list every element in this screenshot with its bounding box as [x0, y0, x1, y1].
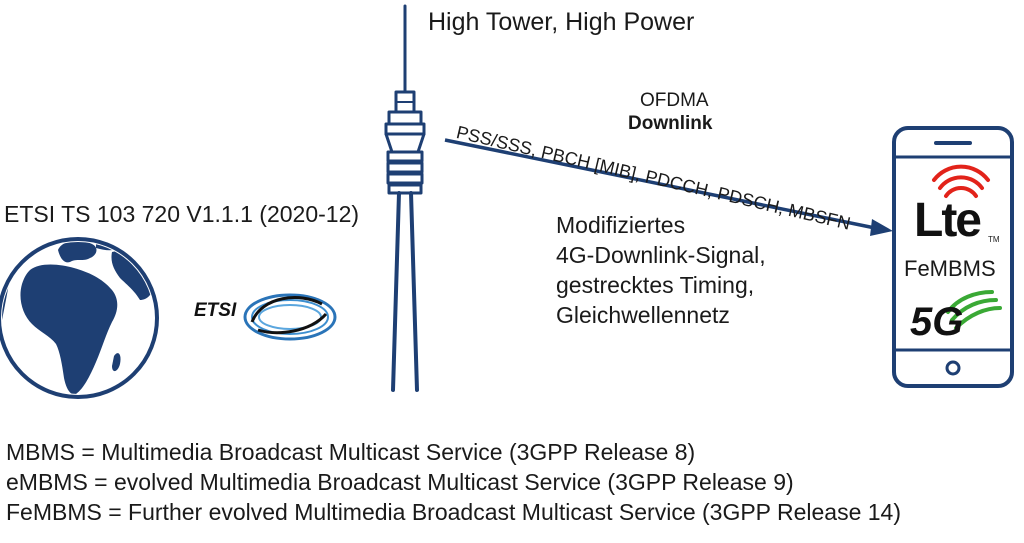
- access-method-label: OFDMA: [640, 90, 709, 111]
- downlink-label: Downlink: [628, 113, 713, 134]
- lte-logo: Lte: [914, 194, 982, 247]
- description-line: 4G-Downlink-Signal,: [556, 242, 766, 268]
- standard-label: ETSI TS 103 720 V1.1.1 (2020-12): [4, 201, 360, 227]
- g5-logo: 5G: [910, 300, 964, 344]
- legend-item: eMBMS = evolved Multimedia Broadcast Mul…: [6, 469, 794, 495]
- legend-item: FeMBMS = Further evolved Multimedia Broa…: [6, 499, 902, 525]
- legend-item: MBMS = Multimedia Broadcast Multicast Se…: [6, 439, 696, 465]
- signal-description: Modifiziertes 4G-Downlink-Signal, gestre…: [556, 210, 766, 330]
- smartphone-icon: [892, 126, 1014, 388]
- lte-signal-icon: [932, 164, 990, 198]
- g5-signal-icon: [946, 290, 1002, 330]
- description-line: Modifiziertes: [556, 212, 686, 238]
- abbreviation-legend: MBMS = Multimedia Broadcast Multicast Se…: [6, 437, 901, 527]
- etsi-logo-icon: [243, 293, 337, 341]
- description-line: Gleichwellennetz: [556, 302, 730, 328]
- globe-icon: [0, 237, 159, 399]
- tower-icon: [384, 4, 426, 392]
- device-mode-label: FeMBMS: [904, 256, 996, 281]
- downlink-arrow: [444, 138, 893, 236]
- description-line: gestrecktes Timing,: [556, 272, 755, 298]
- tower-title: High Tower, High Power: [428, 8, 695, 36]
- lte-trademark: TM: [988, 235, 1000, 244]
- etsi-logo-text: ETSI: [194, 300, 237, 321]
